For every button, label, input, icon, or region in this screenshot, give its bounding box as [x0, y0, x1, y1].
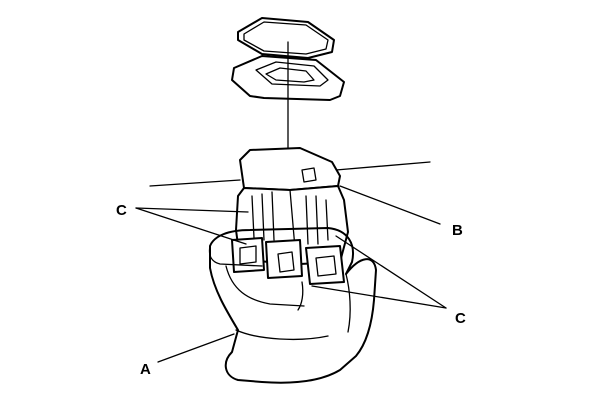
label-b: B: [452, 222, 463, 239]
label-c-left: C: [116, 202, 127, 219]
guide-line: [149, 179, 241, 187]
hand-outline: [208, 227, 377, 384]
leader-lines: [135, 185, 447, 363]
label-a: A: [140, 361, 151, 378]
relay-box: [231, 147, 349, 285]
guide-line-right: [335, 161, 431, 171]
cover-gasket: [237, 17, 335, 59]
label-c-right: C: [455, 310, 466, 327]
cover-plate: [231, 55, 345, 101]
